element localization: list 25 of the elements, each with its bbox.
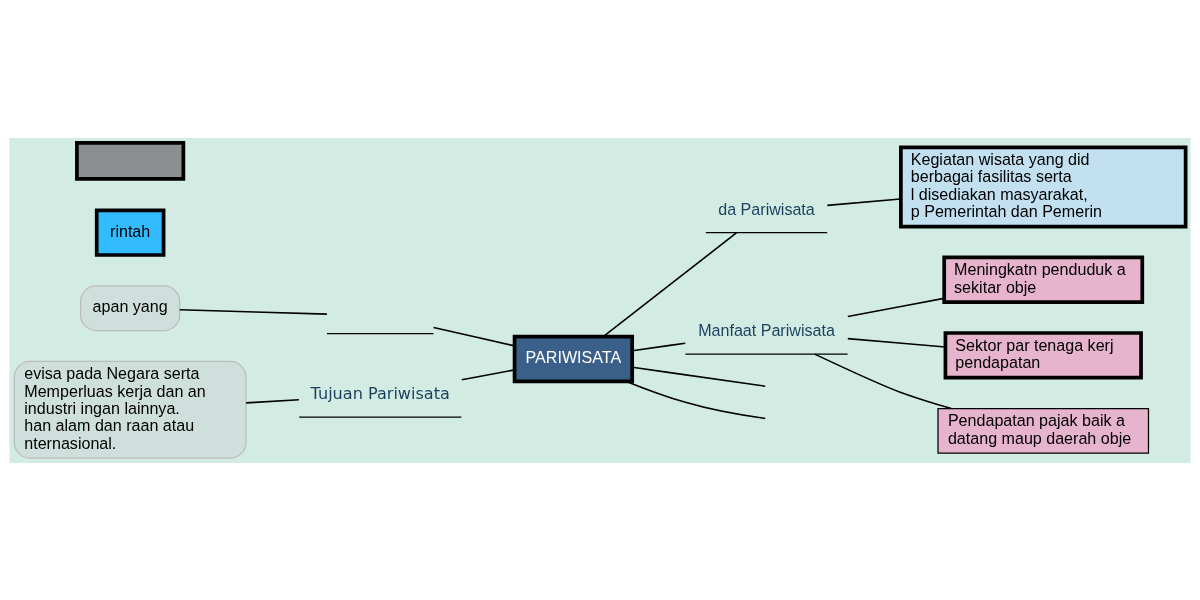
node-box: Meningkatn penduduk a sekitar obje	[942, 255, 1145, 304]
connector	[631, 365, 767, 387]
connector	[847, 297, 945, 317]
node-box: evisa pada Negara serta Memperluas kerja dan an industri ingan lainnya. han alam dan raan atau nternasional.	[13, 360, 247, 459]
connector	[460, 368, 516, 381]
connector	[847, 337, 947, 348]
node-box: Pendapatan pajak baik a datang maup daerah obje	[937, 407, 1150, 454]
connector	[625, 380, 766, 419]
node-line	[326, 332, 435, 334]
connector	[178, 308, 328, 315]
connector	[813, 352, 953, 409]
connector	[432, 326, 516, 347]
node-box: Sektor par tenaga kerj pendapatan	[943, 330, 1143, 379]
connector	[245, 398, 300, 404]
connector	[826, 197, 902, 206]
node-box: PARIWISATA	[512, 334, 635, 383]
connector	[631, 341, 687, 352]
connector	[602, 231, 738, 337]
node-box: rintah	[94, 208, 166, 257]
node-text: Tujuan Pariwisata	[310, 383, 450, 403]
node-box: apan yang	[80, 284, 181, 331]
node-text: da Pariwisata	[718, 199, 815, 218]
node-box: Kegiatan wisata yang did berbagai fasilitas serta l disediakan masyarakat, p Pemerintah dan Pemerin	[899, 144, 1188, 228]
node-box	[75, 140, 186, 181]
node-text: Manfaat Pariwisata	[698, 320, 835, 339]
